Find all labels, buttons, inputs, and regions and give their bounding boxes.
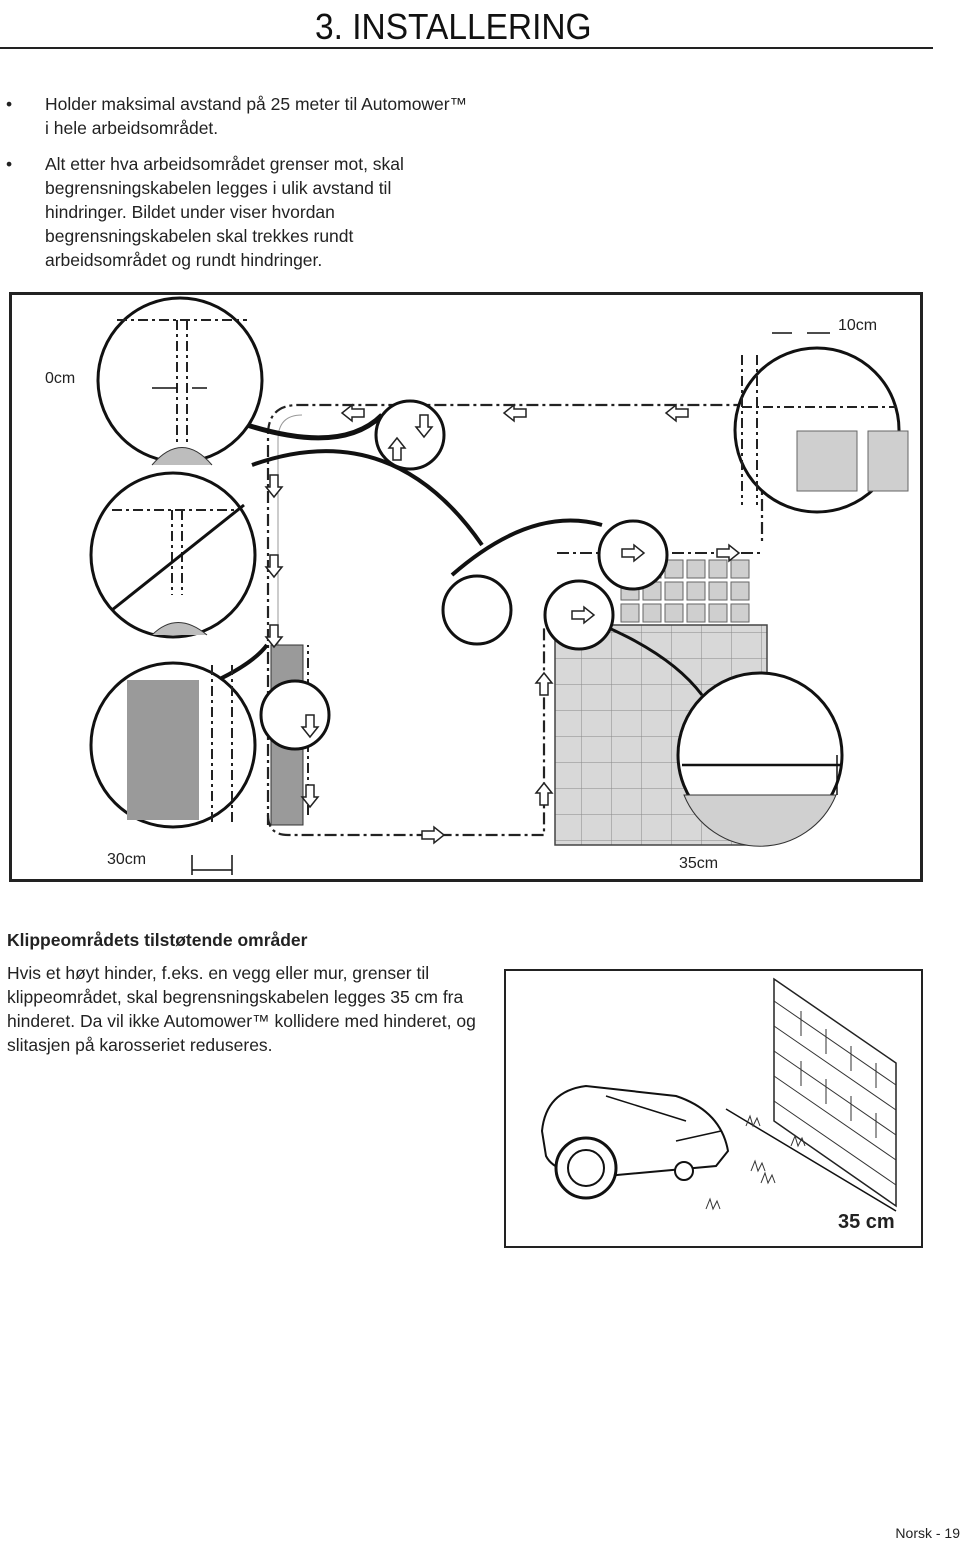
mower-wall-illustration: 35 cm [504,969,923,1248]
bullet-dot: • [6,154,13,174]
label-10cm: 10cm [838,317,878,334]
bullet-item: • Alt etter hva arbeidsområdet grenser mo… [0,152,470,272]
label-0cm: 0cm [45,370,76,387]
page-footer: Norsk - 19 [895,1525,960,1541]
mower-wall-drawing [540,977,897,1212]
boundary-wire-diagram: 0cm 10cm 30cm 35cm [9,292,923,882]
title-rule [0,47,933,49]
bullet-text: Alt etter hva arbeidsområdet grenser mot… [45,154,404,270]
distance-label: 35 cm [838,1211,895,1233]
label-35cm: 35cm [679,855,719,872]
section-body: Hvis et høyt hinder, f.eks. en vegg elle… [7,963,476,1055]
bullet-list: • Holder maksimal avstand på 25 meter til… [0,92,470,284]
bullet-text: Holder maksimal avstand på 25 meter til … [45,94,468,138]
section-title: Klippeområdets tilstøtende områder [7,930,308,950]
bullet-dot: • [6,94,13,114]
bullet-item: • Holder maksimal avstand på 25 meter til… [0,92,470,140]
diagram-illustration [89,296,909,875]
page-title: 3. INSTALLERING [315,6,592,47]
label-30cm: 30cm [107,851,147,868]
